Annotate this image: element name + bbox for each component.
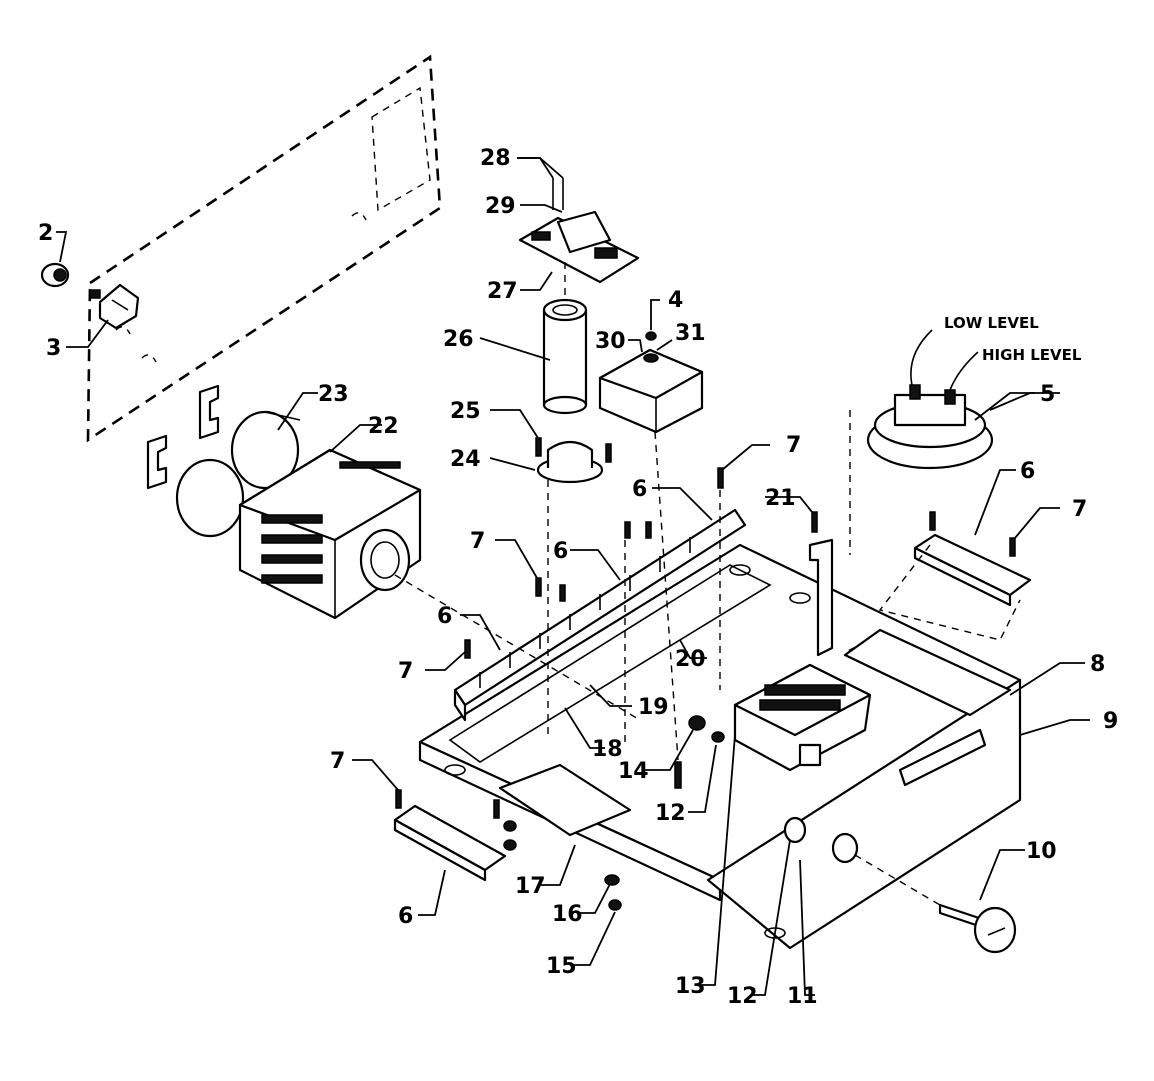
high-level-label: HIGH LEVEL [982, 346, 1082, 364]
callout-30: 30 [595, 329, 626, 354]
switch-part [89, 283, 140, 330]
callout-12a: 12 [655, 801, 686, 826]
vertical-bracket [808, 538, 834, 657]
capacitor-cylinder [542, 298, 588, 415]
callout-7b: 7 [1072, 497, 1087, 522]
callout-leaders [56, 157, 1090, 996]
callout-24: 24 [450, 447, 481, 472]
callout-28: 28 [480, 146, 511, 171]
callout-6c: 6 [1020, 459, 1035, 484]
bolt [854, 854, 1017, 954]
callout-4: 4 [668, 288, 683, 313]
callout-3: 3 [46, 336, 61, 361]
callout-8: 8 [1090, 652, 1105, 677]
callout-7c: 7 [470, 529, 485, 554]
terminal-strips [393, 508, 1032, 882]
callout-26: 26 [443, 327, 474, 352]
callout-5: 5 [1040, 382, 1055, 407]
callout-16: 16 [552, 902, 583, 927]
callout-6b: 6 [553, 539, 568, 564]
callout-22: 22 [368, 414, 399, 439]
knob-part [40, 262, 70, 288]
callout-23: 23 [318, 382, 349, 407]
callout-29: 29 [485, 194, 516, 219]
callout-25: 25 [450, 399, 481, 424]
drum-discs [146, 384, 301, 538]
callout-2: 2 [38, 221, 53, 246]
callout-17: 17 [515, 874, 546, 899]
callout-27: 27 [487, 279, 518, 304]
callout-6a: 6 [632, 477, 647, 502]
callout-20: 20 [675, 647, 706, 672]
callout-21: 21 [765, 486, 796, 511]
relay-board [518, 178, 640, 284]
callout-9: 9 [1103, 709, 1118, 734]
cylinder-clamp [535, 437, 612, 484]
callout-10: 10 [1026, 839, 1057, 864]
callout-7a: 7 [786, 433, 801, 458]
callout-19: 19 [638, 695, 669, 720]
cover-box [598, 331, 704, 434]
small-hardware [395, 467, 1016, 911]
callout-31: 31 [675, 321, 706, 346]
callout-6d: 6 [437, 604, 452, 629]
callout-7d: 7 [398, 659, 413, 684]
callout-14: 14 [618, 759, 649, 784]
pressure-switch [866, 329, 994, 470]
callout-7e: 7 [330, 749, 345, 774]
callout-11: 11 [787, 984, 818, 1009]
low-level-label: LOW LEVEL [944, 314, 1039, 332]
timer-block [238, 448, 422, 620]
front-panel-phantom [86, 54, 442, 443]
callout-15: 15 [546, 954, 577, 979]
callout-18: 18 [592, 737, 623, 762]
callout-numbers: 2 3 28 29 27 26 4 30 31 25 24 5 22 23 7 … [38, 146, 1118, 1009]
base-plate [418, 543, 1022, 950]
callout-13: 13 [675, 974, 706, 999]
callout-6e: 6 [398, 904, 413, 929]
timer-contacts [261, 514, 323, 584]
callout-12b: 12 [727, 984, 758, 1009]
